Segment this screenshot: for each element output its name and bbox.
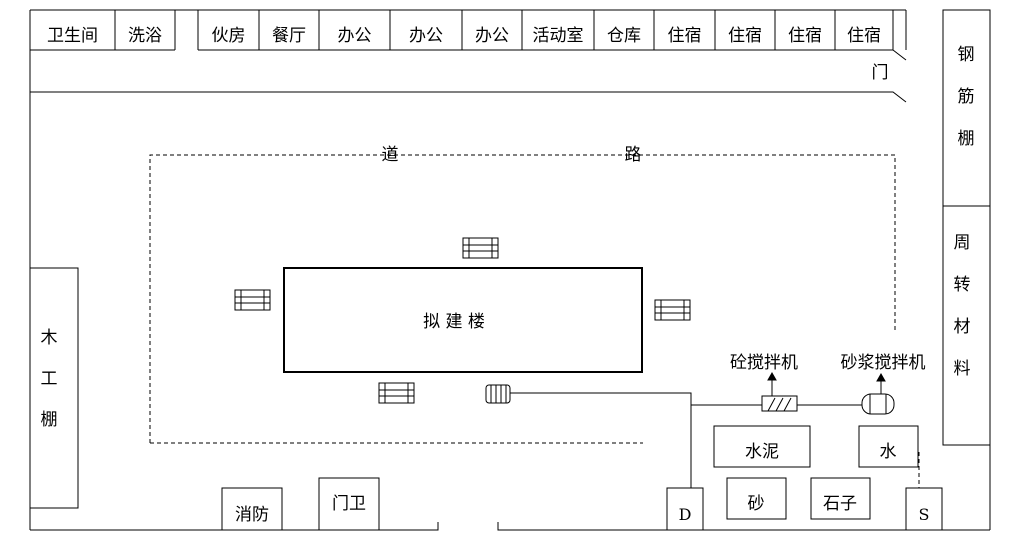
guard-box: [318, 477, 380, 531]
mixer-icon: [761, 395, 798, 412]
d-label: D: [679, 505, 692, 524]
sand-box: [726, 477, 787, 520]
bottom-boundary-right: [497, 522, 990, 531]
vertical-char: 钢: [958, 45, 975, 65]
cement-label: 水泥: [745, 442, 779, 462]
room-dividers: [114, 10, 894, 50]
carpentry-shed-label: 木工棚: [41, 328, 58, 430]
sand-label: 砂: [748, 494, 765, 514]
room-label: 住宿: [728, 26, 762, 46]
carpentry-shed: [29, 267, 79, 509]
water-box: [858, 425, 919, 468]
guard-label: 门卫: [332, 494, 366, 514]
vertical-char: 棚: [958, 129, 975, 149]
building-label: 拟 建 楼: [423, 312, 485, 332]
fire-box: [221, 487, 283, 531]
proposed-building: [283, 267, 643, 373]
vertical-char: 木: [41, 328, 58, 348]
vertical-char: 周: [954, 233, 971, 253]
concrete-mixer-label: 砼搅拌机: [730, 353, 798, 373]
room-label: 住宿: [668, 26, 702, 46]
road-label-left: 道: [382, 145, 399, 165]
room-label: 餐厅: [272, 26, 306, 46]
room-labels: 卫生间 洗浴 伙房 餐厅 办公 办公 办公 活动室 仓库 住宿 住宿 住宿 住宿: [47, 26, 881, 46]
room-label: 住宿: [847, 26, 881, 46]
vertical-char: 材: [954, 317, 971, 337]
crane-tower-icon: [462, 237, 499, 259]
vertical-char: 棚: [41, 410, 58, 430]
tank-icon: [861, 393, 895, 415]
stone-label: 石子: [823, 494, 857, 514]
room-label: 伙房: [212, 26, 246, 46]
room-label: 卫生间: [47, 26, 98, 46]
vertical-char: 料: [954, 359, 971, 379]
room-label: 办公: [409, 26, 443, 46]
rebar-shed: [942, 9, 991, 207]
hoist-icon: [485, 384, 511, 404]
cement-box: [713, 425, 811, 468]
arrow-up-icon: [876, 372, 886, 394]
stone-box: [810, 477, 871, 520]
vertical-char: 转: [954, 275, 971, 295]
d-box: [666, 487, 704, 531]
room-label: 办公: [338, 26, 372, 46]
fire-label: 消防: [235, 505, 269, 525]
crane-tower-icon: [654, 299, 691, 321]
bottom-boundary-left: [30, 522, 439, 531]
arrow-up-icon: [767, 371, 777, 396]
s-label: S: [919, 505, 930, 524]
room-label: 洗浴: [128, 26, 162, 46]
room-label: 办公: [475, 26, 509, 46]
pipe-main: [510, 392, 692, 488]
road-dashed-path: [149, 154, 896, 443]
road-label-right: 路: [625, 145, 642, 165]
room-label: 活动室: [533, 26, 584, 46]
crane-tower-icon: [378, 382, 415, 404]
crane-tower-icon: [234, 289, 271, 311]
room-label: 仓库: [607, 26, 641, 46]
s-box: [905, 487, 943, 531]
rebar-shed-label: 钢筋棚: [958, 45, 975, 149]
vertical-char: 筋: [958, 87, 975, 107]
gate-top-leaf: [892, 49, 907, 61]
inner-fence-line: [30, 91, 907, 103]
vertical-char: 工: [41, 369, 58, 389]
water-label: 水: [880, 442, 897, 462]
room-label: 住宿: [788, 26, 822, 46]
mortar-mixer-label: 砂浆搅拌机: [841, 353, 926, 373]
gate-label: 门: [872, 63, 889, 83]
turnover-shed: [942, 205, 991, 446]
